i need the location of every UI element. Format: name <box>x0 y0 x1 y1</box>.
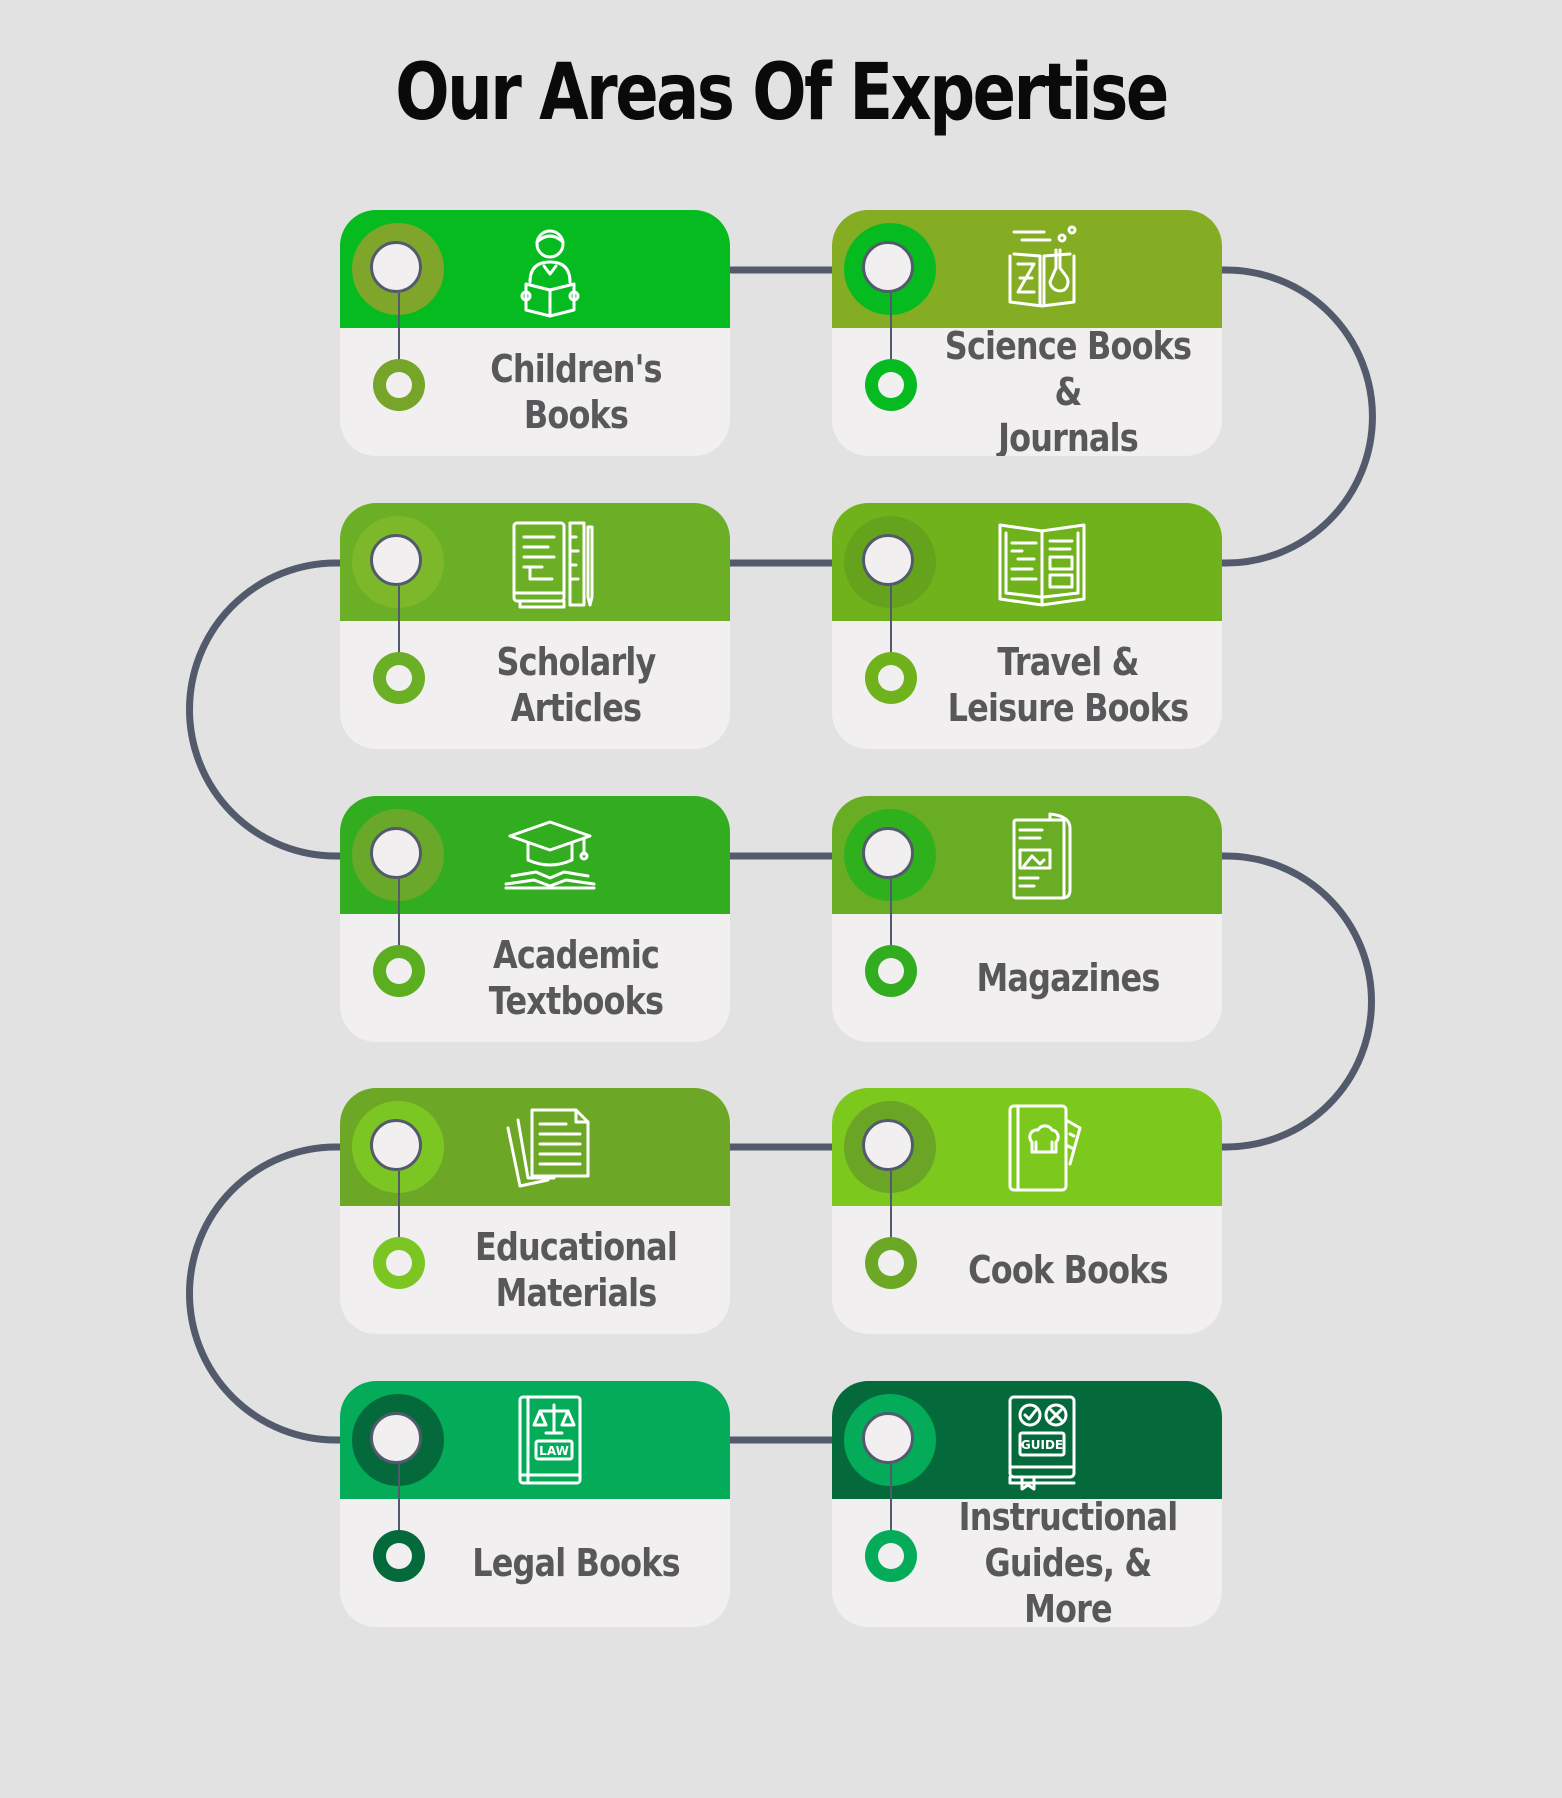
timeline-node-hole <box>878 372 904 398</box>
timeline-ring-inner <box>862 534 914 586</box>
timeline-stem <box>890 586 892 678</box>
card-label: Science Books & Journals <box>944 324 1192 456</box>
expertise-card: Travel & Leisure Books <box>832 503 1222 749</box>
magazine-icon <box>992 806 1092 906</box>
timeline-stem <box>398 879 400 971</box>
expertise-card: Scholarly Articles <box>340 503 730 749</box>
expertise-card: GUIDE Instructional Guides, & More <box>832 1381 1222 1627</box>
timeline-stem <box>890 879 892 971</box>
svg-text:GUIDE: GUIDE <box>1021 1438 1063 1452</box>
law-book-icon: LAW <box>500 1391 600 1491</box>
book-ruler-icon <box>500 513 600 613</box>
timeline-node-hole <box>386 1543 412 1569</box>
expertise-card: Science Books & Journals <box>832 210 1222 456</box>
timeline-ring-inner <box>862 241 914 293</box>
timeline-node-hole <box>878 1543 904 1569</box>
svg-text:LAW: LAW <box>539 1444 569 1458</box>
timeline-ring-inner <box>862 1412 914 1464</box>
card-label: Scholarly Articles <box>496 640 657 730</box>
timeline-stem <box>398 586 400 678</box>
timeline-ring-inner <box>370 1119 422 1171</box>
timeline-stem <box>398 293 400 385</box>
guide-book-icon: GUIDE <box>992 1391 1092 1491</box>
timeline-stem <box>398 1464 400 1556</box>
card-label: Cook Books <box>968 1248 1168 1292</box>
timeline-node-hole <box>386 958 412 984</box>
expertise-card: Magazines <box>832 796 1222 1042</box>
card-label: Academic Textbooks <box>488 933 664 1023</box>
expertise-card: LAW Legal Books <box>340 1381 730 1627</box>
expertise-card: Children's Books <box>340 210 730 456</box>
card-label: Educational Materials <box>475 1225 678 1315</box>
timeline-node-hole <box>878 958 904 984</box>
expertise-card: Educational Materials <box>340 1088 730 1334</box>
timeline-ring-inner <box>370 1412 422 1464</box>
timeline-stem <box>890 1464 892 1556</box>
timeline-node-hole <box>386 1250 412 1276</box>
timeline-ring-inner <box>862 1119 914 1171</box>
timeline-ring-inner <box>370 241 422 293</box>
travel-book-icon <box>992 513 1092 613</box>
graduation-cap-icon <box>500 806 600 906</box>
page-title: Our Areas Of Expertise <box>395 48 1169 138</box>
card-label: Magazines <box>976 956 1160 1000</box>
timeline-stem <box>890 293 892 385</box>
card-label: Travel & Leisure Books <box>947 640 1189 730</box>
documents-icon <box>500 1098 600 1198</box>
timeline-node-hole <box>878 1250 904 1276</box>
expertise-card: Academic Textbooks <box>340 796 730 1042</box>
chef-hat-book-icon <box>992 1098 1092 1198</box>
card-label: Legal Books <box>472 1541 680 1585</box>
timeline-ring-inner <box>370 534 422 586</box>
timeline-ring-inner <box>862 827 914 879</box>
card-label: Children's Books <box>490 347 662 437</box>
timeline-stem <box>890 1171 892 1263</box>
science-book-icon <box>992 220 1092 320</box>
card-label: Instructional Guides, & More <box>958 1495 1179 1627</box>
child-reading-icon <box>500 220 600 320</box>
timeline-stem <box>398 1171 400 1263</box>
timeline-ring-inner <box>370 827 422 879</box>
timeline-node-hole <box>386 372 412 398</box>
expertise-card: Cook Books <box>832 1088 1222 1334</box>
timeline-node-hole <box>386 665 412 691</box>
timeline-node-hole <box>878 665 904 691</box>
